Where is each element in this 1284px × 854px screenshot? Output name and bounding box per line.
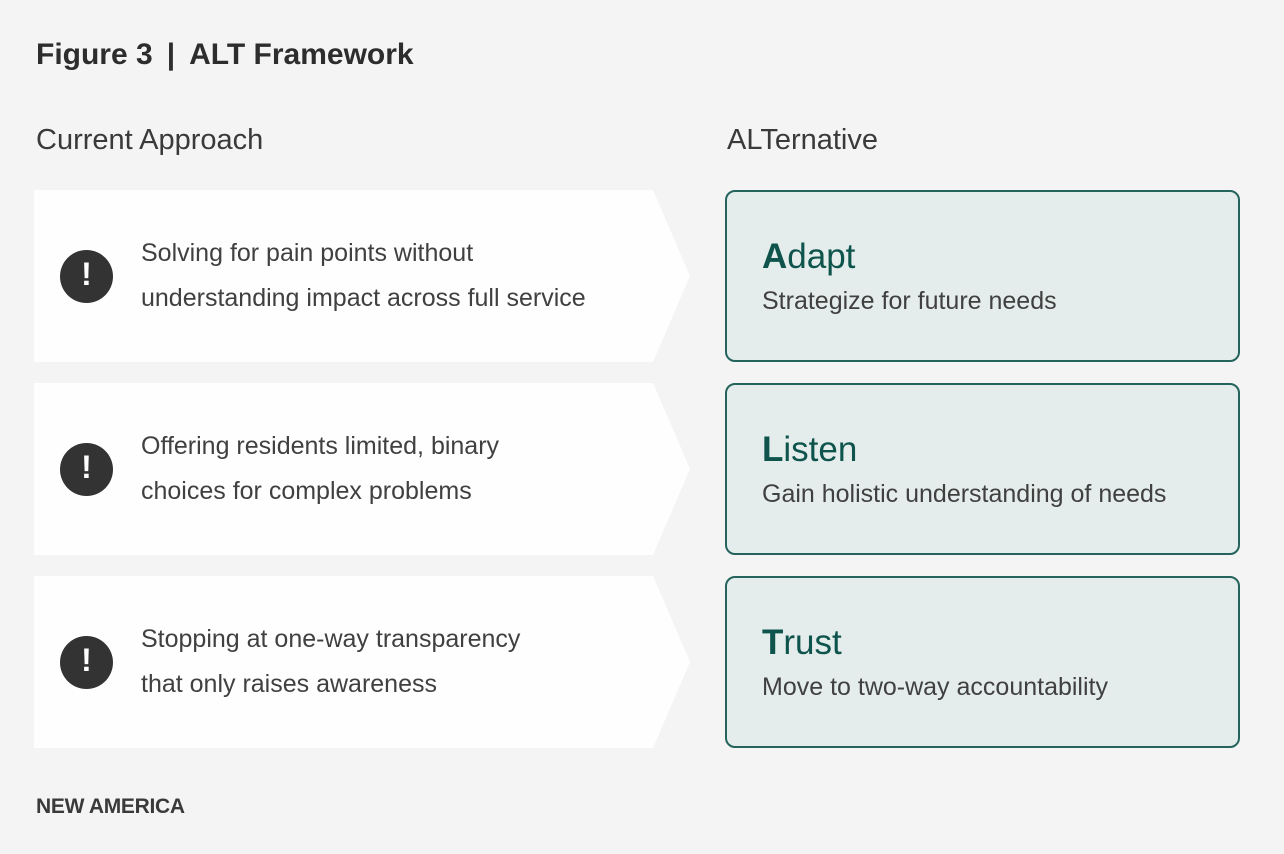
problem-line: Solving for pain points without: [141, 239, 474, 267]
solution-lead-letter: T: [762, 623, 784, 662]
problem-line: choices for complex problems: [141, 477, 472, 505]
problem-line: understanding impact across full service: [141, 284, 586, 312]
solution-title: Adapt: [762, 236, 1238, 278]
figure-label: Figure 3: [36, 38, 153, 71]
column-header-alternative: ALTernative: [727, 124, 878, 156]
solution-card-adapt: Adapt Strategize for future needs: [725, 190, 1240, 362]
solution-title: Listen: [762, 429, 1238, 471]
framework-row-adapt: ! Solving for pain points without unders…: [0, 190, 1284, 362]
warning-icon: !: [60, 635, 113, 689]
problem-card: ! Solving for pain points without unders…: [34, 190, 690, 362]
figure-title: Figure 3 | ALT Framework: [36, 38, 414, 72]
warning-icon: !: [60, 249, 113, 303]
solution-description: Move to two-way accountability: [762, 673, 1108, 701]
figure-title-text: ALT Framework: [189, 38, 414, 71]
solution-lead-letter: A: [762, 237, 788, 276]
solution-card-listen: Listen Gain holistic understanding of ne…: [725, 383, 1240, 555]
solution-lead-letter: L: [762, 430, 784, 469]
framework-row-listen: ! Offering residents limited, binary cho…: [0, 383, 1284, 555]
problem-text: Offering residents limited, binary choic…: [141, 424, 499, 514]
new-america-logo: NEW AMERICA: [36, 795, 185, 818]
solution-title-rest: rust: [783, 623, 842, 662]
column-header-current-approach: Current Approach: [36, 124, 264, 156]
framework-rows: ! Solving for pain points without unders…: [0, 190, 1284, 769]
problem-line: Stopping at one-way transparency: [141, 625, 521, 653]
problem-card: ! Offering residents limited, binary cho…: [34, 383, 690, 555]
problem-line: that only raises awareness: [141, 670, 437, 698]
solution-title-rest: dapt: [787, 237, 856, 276]
warning-icon: !: [60, 442, 113, 496]
solution-description: Strategize for future needs: [762, 287, 1057, 315]
solution-title-rest: isten: [783, 430, 858, 469]
problem-card: ! Stopping at one-way transparency that …: [34, 576, 690, 748]
framework-row-trust: ! Stopping at one-way transparency that …: [0, 576, 1284, 748]
problem-line: Offering residents limited, binary: [141, 432, 500, 460]
problem-text: Stopping at one-way transparency that on…: [141, 617, 520, 707]
figure-title-separator: |: [166, 38, 176, 71]
solution-card-trust: Trust Move to two-way accountability: [725, 576, 1240, 748]
problem-text: Solving for pain points without understa…: [141, 231, 586, 321]
solution-description: Gain holistic understanding of needs: [762, 480, 1167, 508]
solution-title: Trust: [762, 622, 1238, 664]
